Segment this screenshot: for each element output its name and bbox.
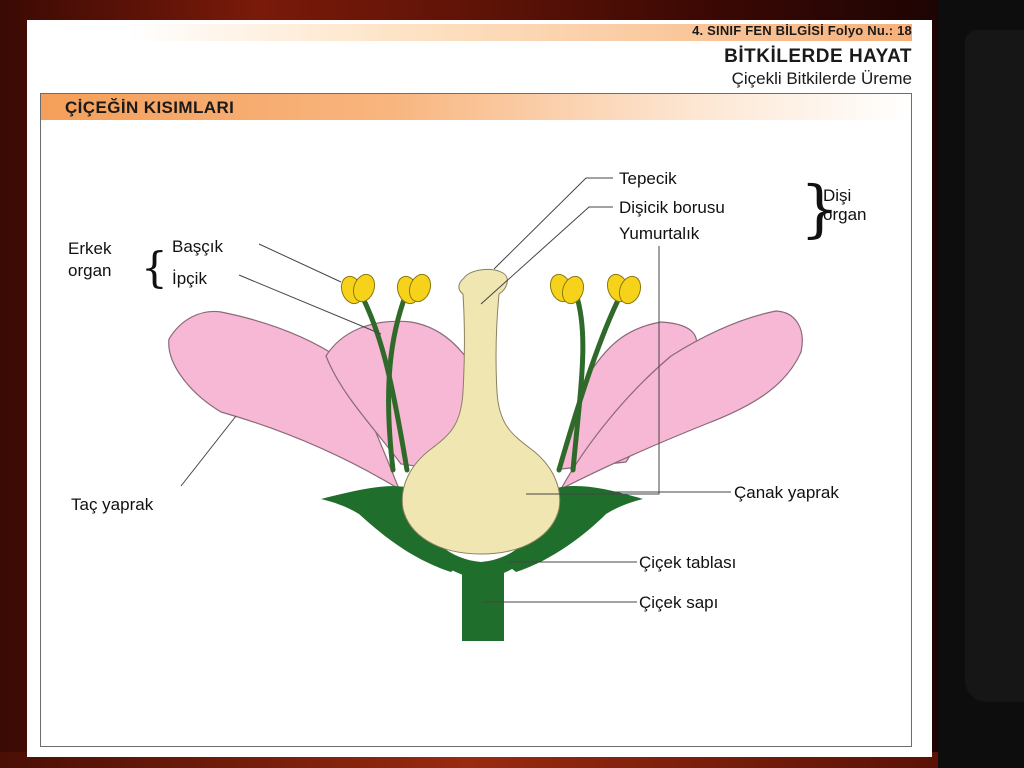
filament-right-a	[570, 291, 586, 473]
label-erkek-organ: organ	[68, 261, 111, 280]
slide: 4. SINIF FEN BİLGİSİ Folyo Nu.: 18 BİTKİ…	[27, 20, 932, 757]
label-disi-organ: organ	[823, 205, 866, 224]
anther-2	[396, 273, 432, 305]
leader-ipcik	[238, 274, 382, 335]
anther-4	[606, 273, 642, 305]
disi-brace: }	[800, 172, 839, 245]
section-band: ÇİÇEĞİN KISIMLARI	[41, 94, 911, 120]
anther-3	[549, 273, 585, 305]
page-title: BİTKİLERDE HAYAT	[724, 46, 912, 67]
filament-left-a	[358, 291, 410, 473]
label-tepecik: Tepecik	[619, 169, 677, 188]
leader-tepecik	[493, 177, 613, 270]
section-title: ÇİÇEĞİN KISIMLARI	[65, 98, 235, 117]
leader-tac-yaprak	[180, 415, 237, 487]
label-disicik-borusu: Dişicik borusu	[619, 198, 725, 217]
flower-stalk	[462, 569, 504, 641]
leader-lines	[180, 177, 731, 603]
label-ipcik: İpçik	[172, 269, 207, 288]
page-subtitle: Çiçekli Bitkilerde Üreme	[731, 69, 912, 88]
flower-diagram: } { Tepecik Dişicik borusu Yumurtalık Di…	[68, 169, 866, 641]
label-cicek-sapi: Çiçek sapı	[639, 593, 718, 612]
right-side-panel	[965, 30, 1024, 702]
folyo-label: 4. SINIF FEN BİLGİSİ Folyo Nu.: 18	[692, 23, 912, 38]
header-strip	[127, 24, 912, 41]
sepal-left	[321, 486, 461, 572]
leader-yumurtalik	[526, 246, 660, 495]
receptacle	[401, 494, 563, 579]
filament-right-b	[556, 291, 624, 473]
label-tac-yaprak: Taç yaprak	[71, 495, 154, 514]
label-cicek-tablasi: Çiçek tablası	[639, 553, 736, 572]
filament-left-b	[386, 291, 409, 473]
leader-bascik	[258, 243, 342, 283]
label-disi: Dişi	[823, 186, 851, 205]
label-bascik: Başçık	[172, 237, 224, 256]
label-canak-yaprak: Çanak yaprak	[734, 483, 839, 502]
label-yumurtalik: Yumurtalık	[619, 224, 700, 243]
anther-1	[340, 273, 376, 305]
label-erkek: Erkek	[68, 239, 112, 258]
diagram-frame: ÇİÇEĞİN KISIMLARI	[40, 93, 912, 747]
sepal-right	[506, 485, 643, 572]
petal-right-outer	[559, 310, 803, 491]
stamen-filaments	[358, 291, 624, 473]
pistil	[401, 268, 561, 555]
leader-disicik-borusu	[480, 206, 613, 305]
erkek-brace: {	[141, 243, 168, 292]
